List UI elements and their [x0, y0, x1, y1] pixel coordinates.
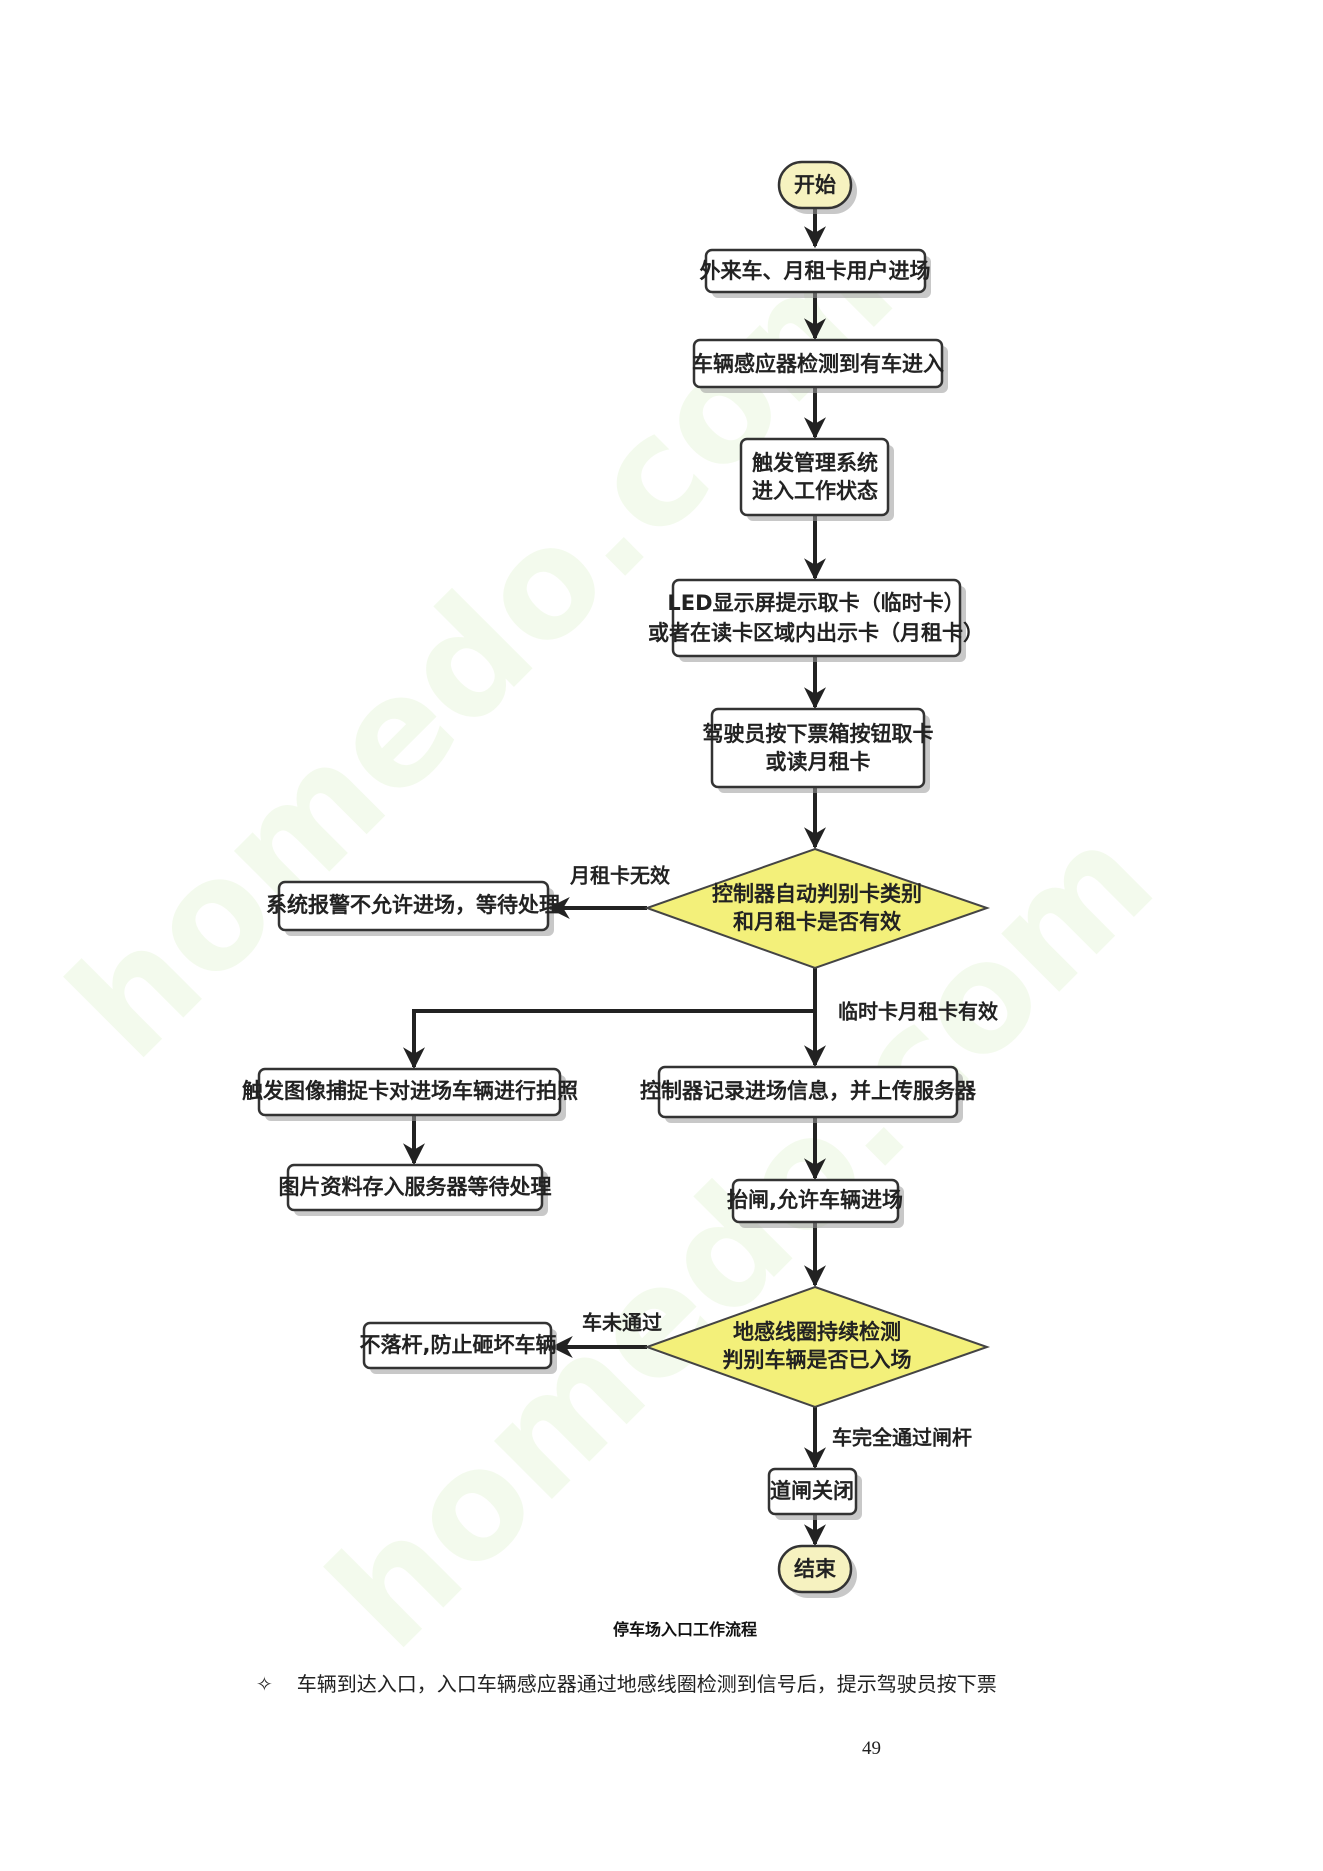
svg-text:车辆感应器检测到有车进入: 车辆感应器检测到有车进入: [692, 352, 944, 376]
svg-text:不落杆,防止砸坏车辆: 不落杆,防止砸坏车辆: [360, 1333, 557, 1357]
svg-text:或读月租卡: 或读月租卡: [766, 750, 871, 774]
label-card-invalid: 月租卡无效: [569, 864, 670, 888]
svg-text:触发管理系统: 触发管理系统: [752, 451, 878, 475]
connector-line: [412, 1009, 815, 1067]
bullet-paragraph: ✧ 车辆到达入口，入口车辆感应器通过地感线圈检测到信号后，提示驾驶员按下票: [256, 1668, 997, 1697]
svg-text:控制器自动判别卡类别: 控制器自动判别卡类别: [712, 882, 922, 906]
raise-gate-box: 抬闸,允许车辆进场: [727, 1178, 904, 1228]
decision-vehicle-entered: 地感线圈持续检测 判别车辆是否已入场: [644, 1285, 991, 1409]
record-entry-box: 控制器记录进场信息，并上传服务器: [640, 1065, 977, 1123]
svg-text:系统报警不允许进场，等待处理: 系统报警不允许进场，等待处理: [266, 893, 560, 917]
svg-text:或者在读卡区域内出示卡（月租卡）: 或者在读卡区域内出示卡（月租卡）: [648, 621, 984, 645]
end-label: 结束: [794, 1557, 837, 1581]
figure-caption: 停车场入口工作流程: [612, 1620, 757, 1639]
end-terminator: [777, 1544, 853, 1594]
svg-text:判别车辆是否已入场: 判别车辆是否已入场: [723, 1348, 912, 1372]
label-passed: 车完全通过闸杆: [832, 1426, 972, 1450]
svg-text:抬闸,允许车辆进场: 抬闸,允许车辆进场: [727, 1188, 903, 1212]
start-label: 开始: [794, 173, 836, 197]
alarm-box: 系统报警不允许进场，等待处理: [266, 880, 560, 936]
step-5: 驾驶员按下票箱按钮取卡 或读月租卡: [703, 707, 934, 793]
svg-text:道闸关闭: 道闸关闭: [770, 1479, 854, 1503]
step-3: 触发管理系统 进入工作状态: [739, 437, 894, 521]
svg-text:触发图像捕捉卡对进场车辆进行拍照: 触发图像捕捉卡对进场车辆进行拍照: [242, 1079, 578, 1103]
svg-text:外来车、月租卡用户进场: 外来车、月租卡用户进场: [700, 259, 931, 283]
svg-text:LED显示屏提示取卡（临时卡）: LED显示屏提示取卡（临时卡）: [667, 591, 964, 615]
svg-text:图片资料存入服务器等待处理: 图片资料存入服务器等待处理: [279, 1175, 552, 1199]
capture-photo-box: 触发图像捕捉卡对进场车辆进行拍照: [242, 1067, 578, 1121]
paragraph-text: 车辆到达入口，入口车辆感应器通过地感线圈检测到信号后，提示驾驶员按下票: [296, 1672, 997, 1696]
arrows: [403, 292, 826, 1547]
svg-text:进入工作状态: 进入工作状态: [752, 479, 878, 503]
svg-text:和月租卡是否有效: 和月租卡是否有效: [733, 910, 901, 934]
label-card-valid: 临时卡月租卡有效: [838, 1000, 998, 1024]
keep-gate-box: 不落杆,防止砸坏车辆: [360, 1321, 557, 1374]
close-gate-box: 道闸关闭: [767, 1467, 862, 1520]
svg-text:驾驶员按下票箱按钮取卡: 驾驶员按下票箱按钮取卡: [703, 722, 934, 746]
svg-text:控制器记录进场信息，并上传服务器: 控制器记录进场信息，并上传服务器: [640, 1079, 977, 1103]
step-4: LED显示屏提示取卡（临时卡） 或者在读卡区域内出示卡（月租卡）: [648, 578, 984, 662]
start-terminator: [777, 160, 853, 210]
store-image-box: 图片资料存入服务器等待处理: [279, 1163, 552, 1216]
svg-text:地感线圈持续检测: 地感线圈持续检测: [733, 1320, 901, 1344]
step-2: 车辆感应器检测到有车进入: [692, 338, 948, 393]
label-not-passed: 车未通过: [582, 1311, 662, 1335]
bullet-icon: ✧: [256, 1672, 273, 1696]
page-number: 49: [862, 1738, 881, 1759]
decision-card-check: 控制器自动判别卡类别 和月租卡是否有效: [644, 847, 991, 970]
step-1: 外来车、月租卡用户进场: [700, 248, 931, 298]
